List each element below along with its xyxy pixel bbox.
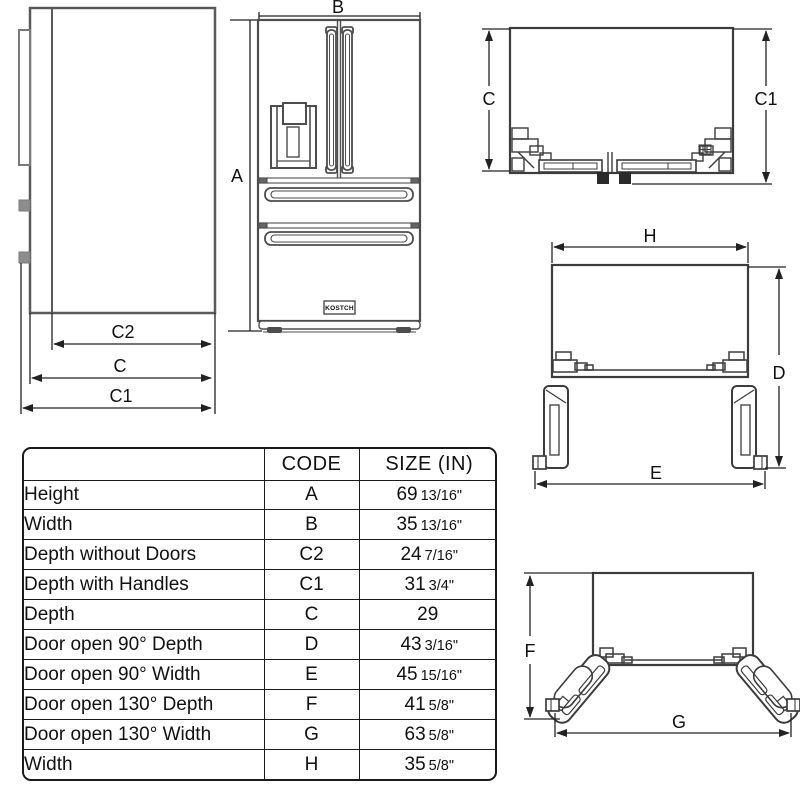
top-view-open-90-diagram: H D E: [532, 226, 786, 489]
front-view-diagram: A B: [228, 0, 422, 333]
door-handle-side: [18, 29, 31, 166]
row-label: Door open 90° Width: [24, 659, 264, 690]
row-size: 29: [358, 599, 495, 630]
dim-label-c: C: [483, 89, 496, 109]
bottom-drawer-handle: [264, 231, 414, 246]
dim-label-f: F: [525, 641, 536, 661]
header-blank: [24, 449, 264, 480]
dim-label-c1: C1: [754, 89, 777, 109]
row-code: F: [263, 689, 359, 720]
row-code: D: [263, 629, 359, 660]
row-code: G: [263, 719, 359, 750]
closed-doors: [538, 152, 697, 173]
dim-label-d: D: [773, 363, 786, 383]
dim-label-g: G: [672, 712, 686, 732]
dim-label-h: H: [644, 226, 657, 246]
row-label: Door open 90° Depth: [24, 629, 264, 660]
row-code: C: [263, 599, 359, 630]
row-code: C2: [263, 539, 359, 570]
row-code: B: [263, 509, 359, 540]
header-size: SIZE (IN): [358, 449, 495, 480]
row-label: Door open 130° Depth: [24, 689, 264, 720]
row-code: C1: [263, 569, 359, 600]
drawer-handle-tab: [18, 199, 31, 212]
row-label: Height: [24, 479, 264, 510]
row-label: Width: [24, 749, 264, 779]
fridge-cabinet: [256, 18, 422, 323]
header-code: CODE: [263, 449, 359, 480]
top-view-closed-diagram: C C1: [482, 26, 778, 185]
dim-label-c1: C1: [109, 386, 132, 406]
row-label: Width: [24, 509, 264, 540]
table-row: Depth C 29: [24, 599, 495, 630]
dim-label-e: E: [650, 463, 662, 483]
water-dispenser: [270, 102, 317, 169]
row-code: H: [263, 749, 359, 779]
row-label: Depth: [24, 599, 264, 630]
row-code: A: [263, 479, 359, 510]
dim-label-c: C: [114, 356, 127, 376]
middle-drawer-handle: [264, 187, 414, 202]
top-view-open-130-diagram: F G: [524, 571, 800, 737]
row-code: E: [263, 659, 359, 690]
dim-label-b: B: [332, 0, 344, 17]
french-door-handles: [325, 26, 354, 174]
brand-logo: KOSTCH: [323, 300, 356, 315]
drawer-handle-tab: [18, 251, 31, 264]
row-label: Depth without Doors: [24, 539, 264, 570]
brand-logo-text: KOSTCH: [325, 305, 354, 312]
row-label: Door open 130° Width: [24, 719, 264, 750]
side-view-diagram: C2 C C1: [18, 6, 217, 414]
row-label: Depth with Handles: [24, 569, 264, 600]
dim-label-c2: C2: [111, 322, 134, 342]
door-stop-tab: [597, 172, 609, 184]
table-header-row: CODE SIZE (IN): [24, 449, 495, 480]
door-stop-tab: [619, 172, 631, 184]
kickplate: [258, 320, 421, 333]
dim-label-a: A: [231, 166, 243, 186]
